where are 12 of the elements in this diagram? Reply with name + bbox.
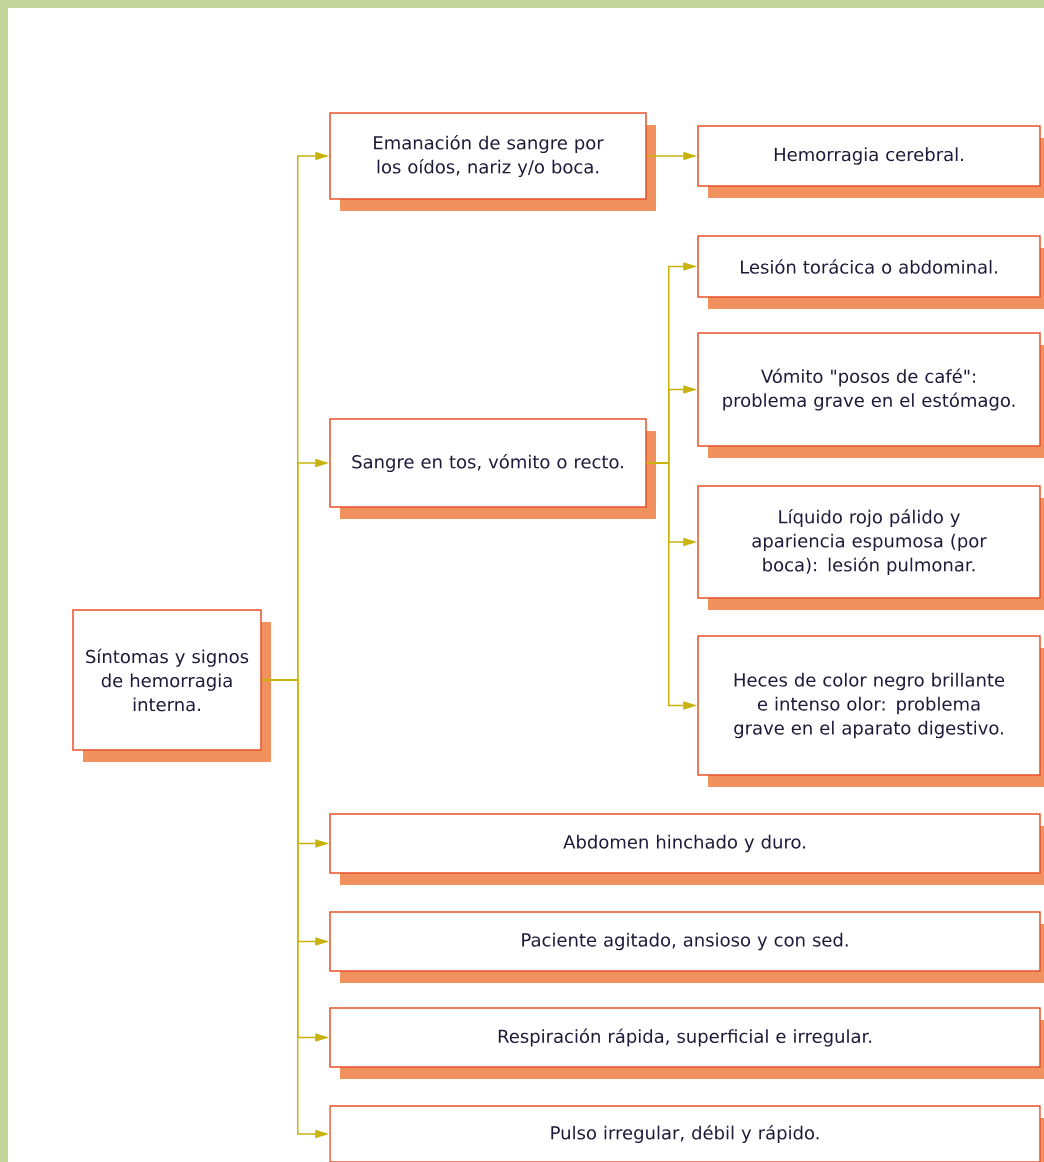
process-box: Heces de color negro brillante e intenso olor: problema grave en el aparato digestivo.	[697, 635, 1044, 787]
process-box: Emanación de sangre por los oídos, nariz y/o boca.	[329, 112, 656, 211]
process-box: Pulso irregular, débil y rápido.	[329, 1105, 1044, 1162]
process-box: Paciente agitado, ansioso y con sed.	[329, 911, 1044, 983]
process-box: Síntomas y signos de hemorragia interna.	[72, 609, 271, 762]
process-box: Lesión torácica o abdominal.	[697, 235, 1044, 309]
process-box: Abdomen hinchado y duro.	[329, 813, 1044, 885]
process-box: Respiración rápida, superficial e irregular.	[329, 1007, 1044, 1079]
process-box: Vómito "posos de café": problema grave en el estómago.	[697, 332, 1044, 458]
process-box: Hemorragia cerebral.	[697, 125, 1044, 198]
process-box: Líquido rojo pálido y apariencia espumosa (por boca): lesión pulmonar.	[697, 485, 1044, 610]
process-box: Sangre en tos, vómito o recto.	[329, 418, 656, 519]
